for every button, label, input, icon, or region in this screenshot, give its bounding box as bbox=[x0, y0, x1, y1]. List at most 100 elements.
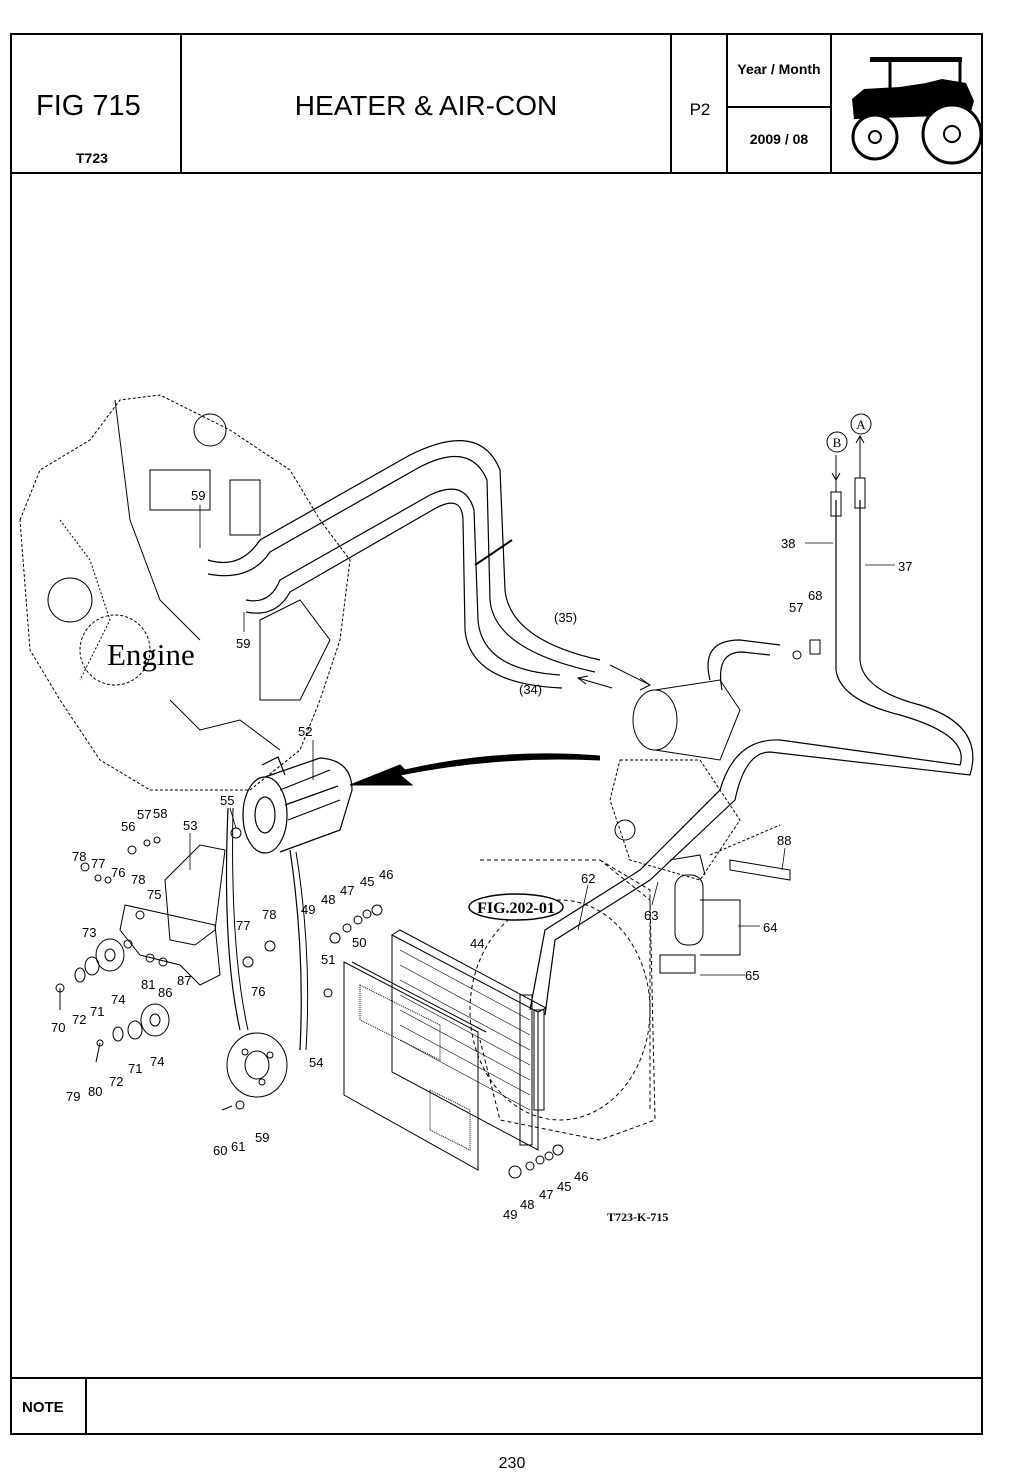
title-block: FIG 715 T723 HEATER & AIR-CON P2 Year / … bbox=[10, 33, 983, 174]
callout-label: 73 bbox=[82, 925, 96, 940]
year-month-label: Year / Month bbox=[737, 61, 821, 77]
callout-label: 57 bbox=[789, 600, 803, 615]
fitting bbox=[830, 455, 866, 517]
callout-label: 87 bbox=[177, 973, 191, 988]
callout-label: 78 bbox=[262, 907, 276, 922]
callout-label: 63 bbox=[644, 908, 658, 923]
page-number: 230 bbox=[498, 1455, 526, 1472]
callout-label: (34) bbox=[519, 682, 542, 697]
bracket-88 bbox=[729, 859, 791, 881]
divider bbox=[728, 106, 832, 108]
callout-label: 65 bbox=[745, 968, 759, 983]
year-month-value: 2009 / 08 bbox=[749, 131, 809, 147]
flow-arrow bbox=[855, 434, 865, 455]
callout-label: 51 bbox=[321, 952, 335, 967]
callout-label: 56 bbox=[121, 819, 135, 834]
callout-label: 74 bbox=[111, 992, 125, 1007]
callout-label: 71 bbox=[128, 1061, 142, 1076]
callout-label: 54 bbox=[309, 1055, 323, 1070]
callout-label: 61 bbox=[231, 1139, 245, 1154]
flow-arrow bbox=[609, 664, 651, 691]
callout-label: 88 bbox=[777, 833, 791, 848]
model-code: T723 bbox=[76, 150, 108, 166]
callout-label: 53 bbox=[183, 818, 197, 833]
callout-label: 68 bbox=[808, 588, 822, 603]
compressor-mounted bbox=[609, 679, 741, 881]
hose-34 bbox=[245, 488, 563, 689]
callout-label: 55 bbox=[220, 793, 234, 808]
callout-label: 47 bbox=[539, 1187, 553, 1202]
callout-label: 49 bbox=[503, 1207, 517, 1222]
connector-b: B bbox=[833, 435, 842, 450]
engine-label: Engine bbox=[107, 637, 195, 672]
drive-belt bbox=[225, 807, 302, 1051]
callout-label: 80 bbox=[88, 1084, 102, 1099]
callout-label: 49 bbox=[301, 902, 315, 917]
receiver-drier bbox=[659, 854, 741, 974]
callout-label: 48 bbox=[520, 1197, 534, 1212]
idler-pulley bbox=[55, 827, 276, 1111]
callout-label: 72 bbox=[72, 1012, 86, 1027]
connector-b-marker bbox=[826, 431, 848, 453]
callout-label: 44 bbox=[470, 936, 484, 951]
callout-label: 77 bbox=[236, 918, 250, 933]
note-block: NOTE bbox=[10, 1377, 983, 1435]
callout-label: 72 bbox=[109, 1074, 123, 1089]
engine-outline bbox=[19, 394, 351, 791]
callout-label: 37 bbox=[898, 559, 912, 574]
tractor-icon bbox=[851, 57, 982, 165]
leader-lines bbox=[189, 505, 895, 976]
callout-label: 64 bbox=[763, 920, 777, 935]
connector-a-marker bbox=[850, 413, 872, 435]
divider bbox=[180, 33, 182, 172]
divider bbox=[830, 33, 832, 172]
callout-label: 78 bbox=[72, 849, 86, 864]
callout-label: 78 bbox=[131, 872, 145, 887]
callout-labels: 59 59 (35) (34) 38 37 57 68 52 55 56 57 … bbox=[51, 488, 912, 1222]
callout-label: 71 bbox=[90, 1004, 104, 1019]
callout-label: 79 bbox=[66, 1089, 80, 1104]
connector-a: A bbox=[856, 417, 866, 432]
callout-label: 46 bbox=[574, 1169, 588, 1184]
drawing-code: T723-K-715 bbox=[607, 1210, 668, 1224]
callout-label: 50 bbox=[352, 935, 366, 950]
callout-label: 45 bbox=[360, 874, 374, 889]
fig-reference-badge: FIG.202-01 bbox=[468, 893, 564, 921]
callout-arrow bbox=[349, 753, 601, 786]
page-title: HEATER & AIR-CON bbox=[294, 90, 558, 121]
note-label: NOTE bbox=[22, 1399, 64, 1416]
callout-label: 75 bbox=[147, 887, 161, 902]
callout-label: 59 bbox=[191, 488, 205, 503]
callout-label: 46 bbox=[379, 867, 393, 882]
callout-label: 81 bbox=[141, 977, 155, 992]
callout-label: 77 bbox=[91, 856, 105, 871]
figure-number: FIG 715 bbox=[36, 90, 141, 122]
callout-label: 74 bbox=[150, 1054, 164, 1069]
page-frame bbox=[10, 33, 983, 1435]
flow-arrow bbox=[576, 675, 613, 689]
callout-label: 57 bbox=[137, 807, 151, 822]
fitting bbox=[323, 639, 821, 1179]
divider bbox=[726, 33, 728, 172]
hose-35 bbox=[207, 440, 601, 673]
callout-label: 76 bbox=[111, 865, 125, 880]
bracket bbox=[119, 844, 226, 986]
crank-pulley bbox=[226, 1032, 288, 1098]
callout-label: 59 bbox=[255, 1130, 269, 1145]
callout-label: 48 bbox=[321, 892, 335, 907]
drive-belt bbox=[232, 807, 309, 1051]
condenser bbox=[343, 929, 548, 1171]
callout-label: 38 bbox=[781, 536, 795, 551]
callout-label: 86 bbox=[158, 985, 172, 1000]
compressor bbox=[242, 756, 353, 854]
page-code: P2 bbox=[689, 100, 711, 119]
hose-37-38 bbox=[529, 500, 974, 1016]
radiator-outline bbox=[469, 859, 656, 1141]
callout-label: (35) bbox=[554, 610, 577, 625]
callout-label: 58 bbox=[153, 806, 167, 821]
callout-label: 62 bbox=[581, 871, 595, 886]
callout-label: 76 bbox=[251, 984, 265, 999]
callout-label: 70 bbox=[51, 1020, 65, 1035]
hose-clamp bbox=[474, 539, 513, 566]
